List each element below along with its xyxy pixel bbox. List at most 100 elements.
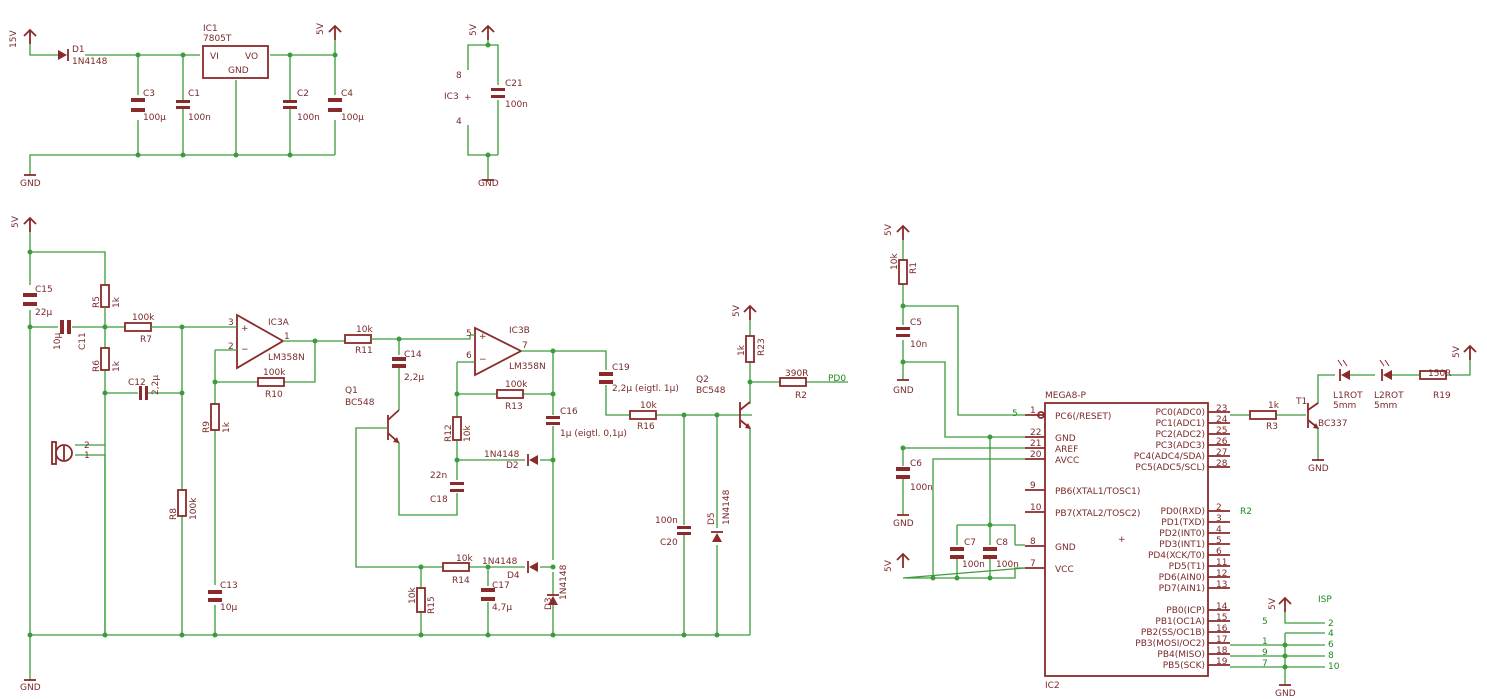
svg-text:IC3A: IC3A (268, 318, 290, 328)
mega-pin-name: PD5(T1) (1169, 562, 1205, 572)
cap-c16 (546, 416, 560, 425)
mega-right-pins: 23PC0(ADC0)24PC1(ADC1)25PC2(ADC2)26PC3(A… (1134, 404, 1230, 671)
resistor-r16 (629, 410, 657, 420)
mega-pin-name: PD2(INT0) (1159, 529, 1205, 539)
supply-5v-icon (896, 225, 910, 241)
svg-text:10k: 10k (890, 253, 900, 270)
c2-label: C2 (297, 89, 309, 99)
cap-c20 (677, 526, 691, 535)
supply-5v-icon (1278, 597, 1292, 613)
svg-text:R13: R13 (505, 402, 523, 412)
diode-d5 (711, 531, 723, 542)
svg-text:R12: R12 (444, 424, 454, 442)
mega-pin-number: 9 (1030, 481, 1036, 491)
mega-pin-name: PB3(MOSI/OC2) (1135, 639, 1205, 649)
isp-pin-label: 9 (1262, 648, 1268, 658)
svg-text:GND: GND (1308, 464, 1329, 474)
resistor-r15 (416, 587, 426, 613)
supply-5v-icon (23, 217, 37, 233)
isp-pin-label: 8 (1328, 651, 1334, 661)
mega-pin-name: PD7(AIN1) (1159, 584, 1205, 594)
svg-text:5V: 5V (469, 23, 479, 36)
diode-d1 (58, 49, 69, 61)
resistor-r10 (257, 377, 285, 387)
mega-pin-number: 3 (1216, 514, 1222, 524)
svg-text:10k: 10k (463, 425, 473, 442)
svg-text:BC337: BC337 (1318, 419, 1347, 429)
svg-text:R3: R3 (1266, 422, 1278, 432)
resistor-r14 (442, 562, 470, 572)
svg-text:5mm: 5mm (1333, 401, 1356, 411)
svg-text:5V: 5V (884, 223, 894, 236)
svg-text:1µ (eigtl. 0,1µ): 1µ (eigtl. 0,1µ) (560, 429, 627, 439)
svg-text:1N4148: 1N4148 (559, 564, 569, 600)
mega-pin-number: 21 (1030, 439, 1041, 449)
svg-text:D4: D4 (507, 571, 520, 581)
svg-text:C5: C5 (910, 318, 922, 328)
mega-pin-name: GND (1055, 543, 1076, 553)
mega-pin-name: PD6(AIN0) (1159, 573, 1205, 583)
ic2-label: IC2 (1045, 681, 1060, 691)
svg-text:1k: 1k (222, 421, 232, 433)
resistor-r8 (177, 489, 187, 517)
mega-pin-name: PD1(TXD) (1161, 518, 1205, 528)
svg-text:1k: 1k (737, 344, 747, 356)
ic3-power-label: IC3 (444, 92, 459, 102)
isp-pin-label: 2 (1328, 619, 1334, 629)
svg-text:+: + (464, 93, 472, 103)
svg-text:5V: 5V (1268, 597, 1278, 610)
svg-text:1: 1 (284, 332, 290, 342)
svg-text:C16: C16 (560, 407, 578, 417)
svg-text:5mm: 5mm (1374, 401, 1397, 411)
microcontroller-ic2 (1044, 402, 1209, 677)
svg-text:7: 7 (522, 341, 528, 351)
svg-text:R5: R5 (92, 296, 102, 308)
net-5-label: 5 (1262, 617, 1268, 627)
resistor-r11 (344, 334, 372, 344)
mega-pin-name: AREF (1055, 445, 1078, 455)
svg-text:1N4148: 1N4148 (484, 450, 520, 460)
cap-c17 (481, 588, 495, 601)
led-l2 (1379, 359, 1392, 381)
svg-text:C15: C15 (35, 285, 53, 295)
mega-pin-name: PC3(ADC3) (1155, 441, 1205, 451)
svg-text:100n: 100n (505, 100, 528, 110)
label-15v: 15V (9, 30, 19, 48)
svg-text:1: 1 (84, 451, 90, 461)
cap-c14 (392, 357, 406, 368)
resistor-r9 (210, 403, 220, 431)
led-l1 (1337, 359, 1350, 381)
mega-pin-number: 6 (1216, 547, 1222, 557)
mega-pin-number: 8 (1030, 537, 1036, 547)
svg-text:D2: D2 (506, 461, 519, 471)
svg-text:Q1: Q1 (345, 386, 358, 396)
resistor-r12 (452, 416, 462, 441)
net-label-5: 5 (1012, 409, 1018, 419)
ic1-gnd: GND (228, 66, 249, 76)
svg-text:GND: GND (20, 683, 41, 693)
svg-text:+: + (241, 324, 249, 334)
mega-pin-number: 4 (1216, 525, 1222, 535)
svg-text:C12: C12 (128, 378, 146, 388)
cap-c13 (208, 590, 222, 602)
svg-text:GND: GND (893, 386, 914, 396)
svg-text:1N4148: 1N4148 (722, 489, 732, 525)
mega-pin-number: 22 (1030, 428, 1041, 438)
svg-text:10n: 10n (910, 340, 927, 350)
svg-text:10k: 10k (456, 554, 473, 564)
supply-5v-icon (1463, 345, 1477, 361)
c4-value: 100µ (341, 113, 364, 123)
svg-text:C18: C18 (430, 495, 448, 505)
mega-left-pins: 1PC6(/RESET)22GND21AREF20AVCC9PB6(XTAL1/… (1025, 406, 1140, 575)
svg-text:+: + (479, 332, 487, 342)
c1-value: 100n (188, 113, 211, 123)
svg-text:+: + (1118, 535, 1126, 545)
svg-text:C13: C13 (220, 581, 238, 591)
mega-pin-name: VCC (1055, 565, 1074, 575)
supply-5v-icon (743, 305, 757, 321)
mega-pin-number: 14 (1216, 602, 1228, 612)
opamp-ic3b (474, 326, 523, 377)
isp-label: ISP (1318, 595, 1332, 605)
svg-text:D5: D5 (707, 512, 717, 525)
mega-pin-name: PB5(SCK) (1163, 661, 1205, 671)
